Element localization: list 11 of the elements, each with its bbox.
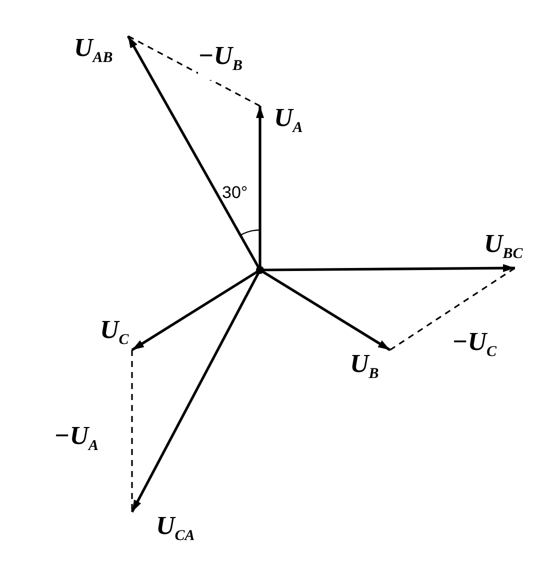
origin-point [256,266,264,274]
dashed-line [131,350,133,512]
vector-label: U$_{AB}$ [72,34,128,66]
dashed-line [128,35,260,107]
vector-label: U$_{BC}$ [480,230,534,268]
dashed-line [390,267,516,351]
vector-label: U$_{A}$ [260,104,310,134]
vector-label: U$_{C}$ [98,316,136,350]
vector-label: U$_{CA}$ [130,512,216,542]
angle-label: 30° [222,183,248,203]
vector-label: U$_{B}$ [348,350,392,384]
